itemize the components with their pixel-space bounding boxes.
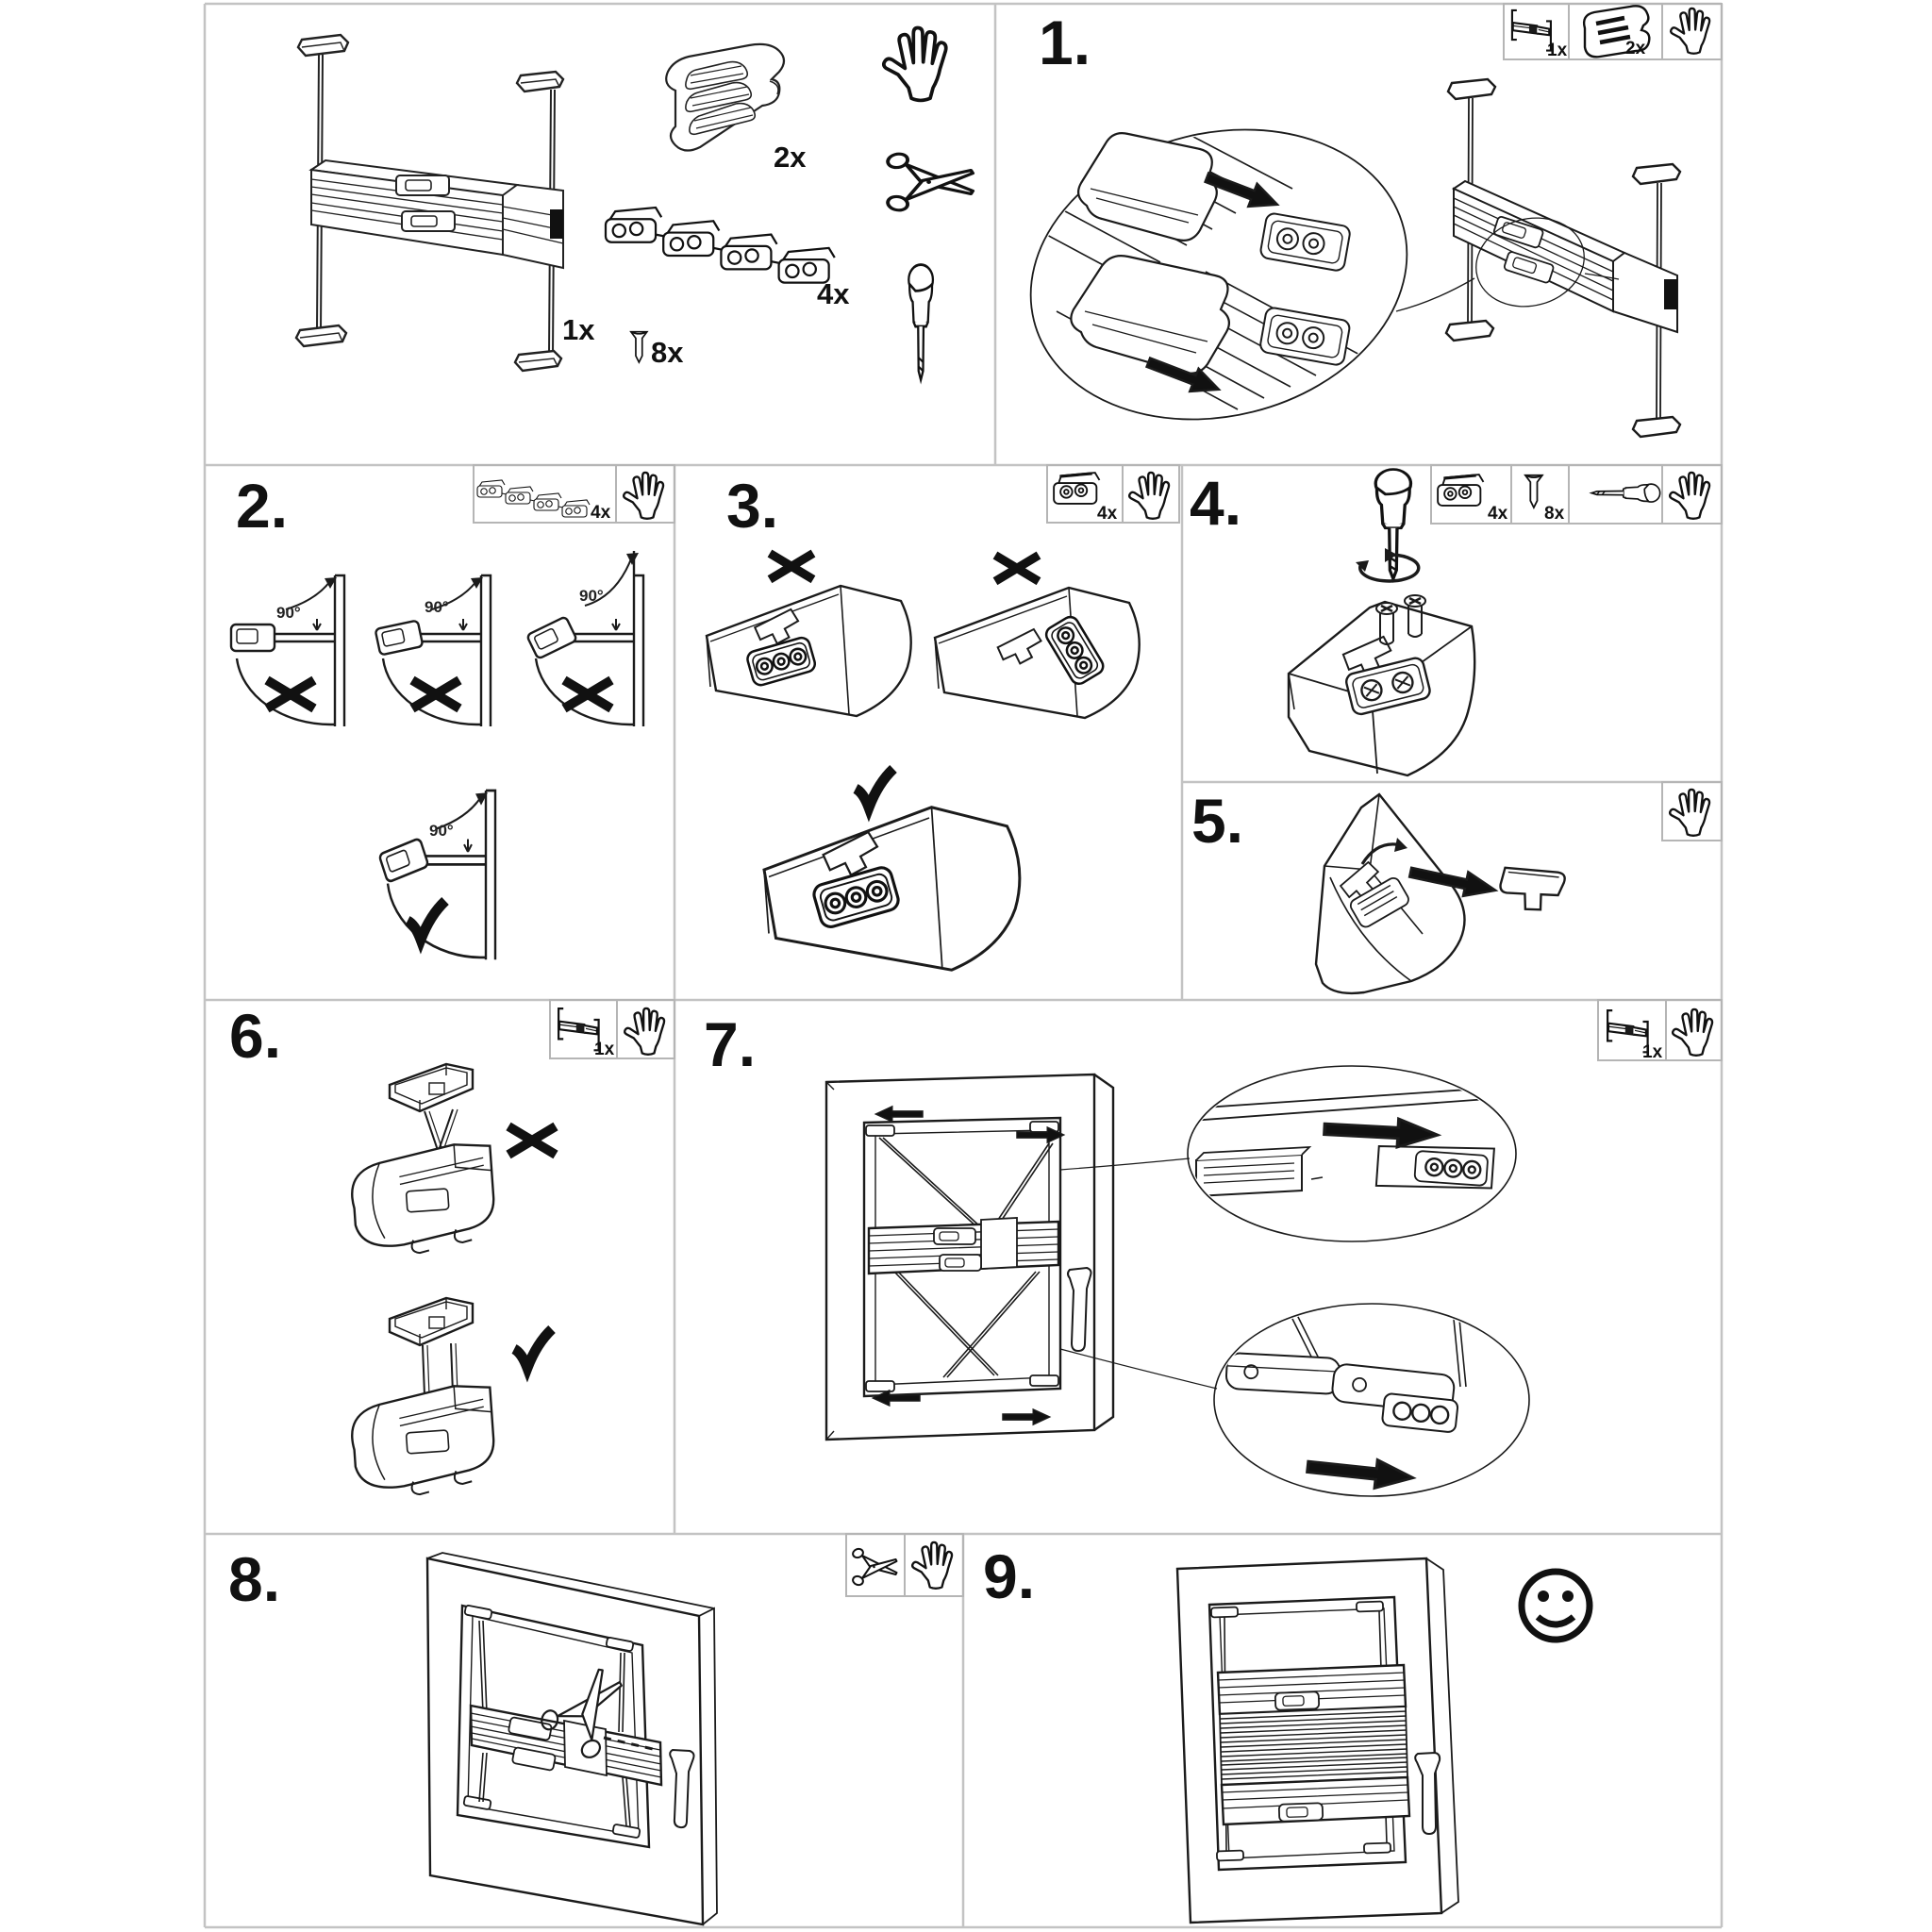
svg-text:8.: 8. xyxy=(228,1544,280,1614)
svg-text:9.: 9. xyxy=(983,1541,1035,1611)
svg-text:8x: 8x xyxy=(1544,504,1565,524)
svg-text:1.: 1. xyxy=(1039,8,1091,77)
svg-text:1x: 1x xyxy=(1642,1042,1663,1062)
svg-text:4x: 4x xyxy=(817,277,850,310)
svg-text:2x: 2x xyxy=(1625,39,1646,58)
svg-text:90°: 90° xyxy=(425,598,449,616)
svg-text:7.: 7. xyxy=(704,1009,756,1079)
svg-text:3.: 3. xyxy=(726,471,778,541)
svg-text:6.: 6. xyxy=(229,1001,281,1071)
svg-text:4.: 4. xyxy=(1190,468,1241,538)
svg-text:5.: 5. xyxy=(1191,786,1243,856)
svg-text:1x: 1x xyxy=(562,313,595,346)
svg-text:90°: 90° xyxy=(579,587,604,605)
svg-text:90°: 90° xyxy=(429,822,454,840)
svg-text:1x: 1x xyxy=(594,1040,615,1059)
svg-text:4x: 4x xyxy=(1097,504,1118,524)
svg-text:4x: 4x xyxy=(591,503,611,523)
svg-text:4x: 4x xyxy=(1488,504,1508,524)
svg-text:8x: 8x xyxy=(651,336,684,369)
svg-text:1x: 1x xyxy=(1547,41,1568,60)
svg-text:2.: 2. xyxy=(236,471,288,541)
svg-text:90°: 90° xyxy=(276,604,301,622)
svg-text:2x: 2x xyxy=(774,141,807,174)
